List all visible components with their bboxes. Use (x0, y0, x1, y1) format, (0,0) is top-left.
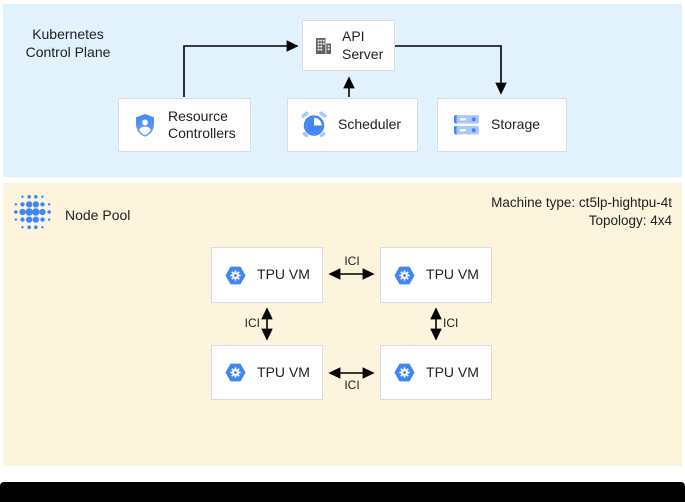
machine-type-text: Machine type: ct5lp-hightpu-4t (491, 195, 672, 210)
node-tpu-vm-2: TPU VM (380, 247, 492, 303)
building-icon (313, 36, 333, 56)
ici-label-right: ICI (443, 316, 459, 330)
node-resource-controllers: Resource Controllers (118, 98, 251, 152)
gke-hexagon-icon (393, 361, 416, 384)
storage-disks-icon (453, 113, 480, 137)
resource-controllers-label: Resource Controllers (168, 107, 236, 141)
node-tpu-vm-4: TPU VM (380, 345, 492, 400)
ici-label-top: ICI (344, 254, 360, 268)
gke-hexagon-icon (393, 264, 416, 287)
storage-label: Storage (491, 116, 541, 133)
tpu-vm-label: TPU VM (426, 363, 479, 380)
node-pool-title: Node Pool (65, 207, 131, 223)
node-tpu-vm-1: TPU VM (211, 247, 323, 303)
ici-label-bottom: ICI (344, 378, 360, 392)
dot-grid-icon (12, 192, 53, 232)
tpu-vm-label: TPU VM (257, 266, 310, 283)
node-storage: Storage (437, 98, 567, 152)
node-tpu-vm-3: TPU VM (211, 345, 323, 400)
ici-label-left: ICI (244, 316, 260, 330)
node-api-server: API Server (302, 20, 395, 71)
window-bottom-bar (0, 482, 685, 502)
gke-hexagon-icon (224, 361, 247, 384)
tpu-vm-label: TPU VM (257, 363, 310, 380)
control-plane-title: Kubernetes Control Plane (25, 26, 111, 60)
gke-hexagon-icon (224, 264, 247, 287)
machine-info: Machine type: ct5lp-hightpu-4t Topology:… (491, 194, 672, 229)
shield-user-icon (132, 112, 158, 138)
topology-text: Topology: 4x4 (588, 212, 672, 228)
node-pool-panel (3, 183, 682, 466)
alarm-clock-icon (299, 110, 329, 140)
scheduler-label: Scheduler (338, 116, 402, 133)
tpu-vm-label: TPU VM (426, 266, 479, 283)
node-scheduler: Scheduler (287, 98, 418, 152)
api-server-label: API Server (342, 28, 384, 62)
